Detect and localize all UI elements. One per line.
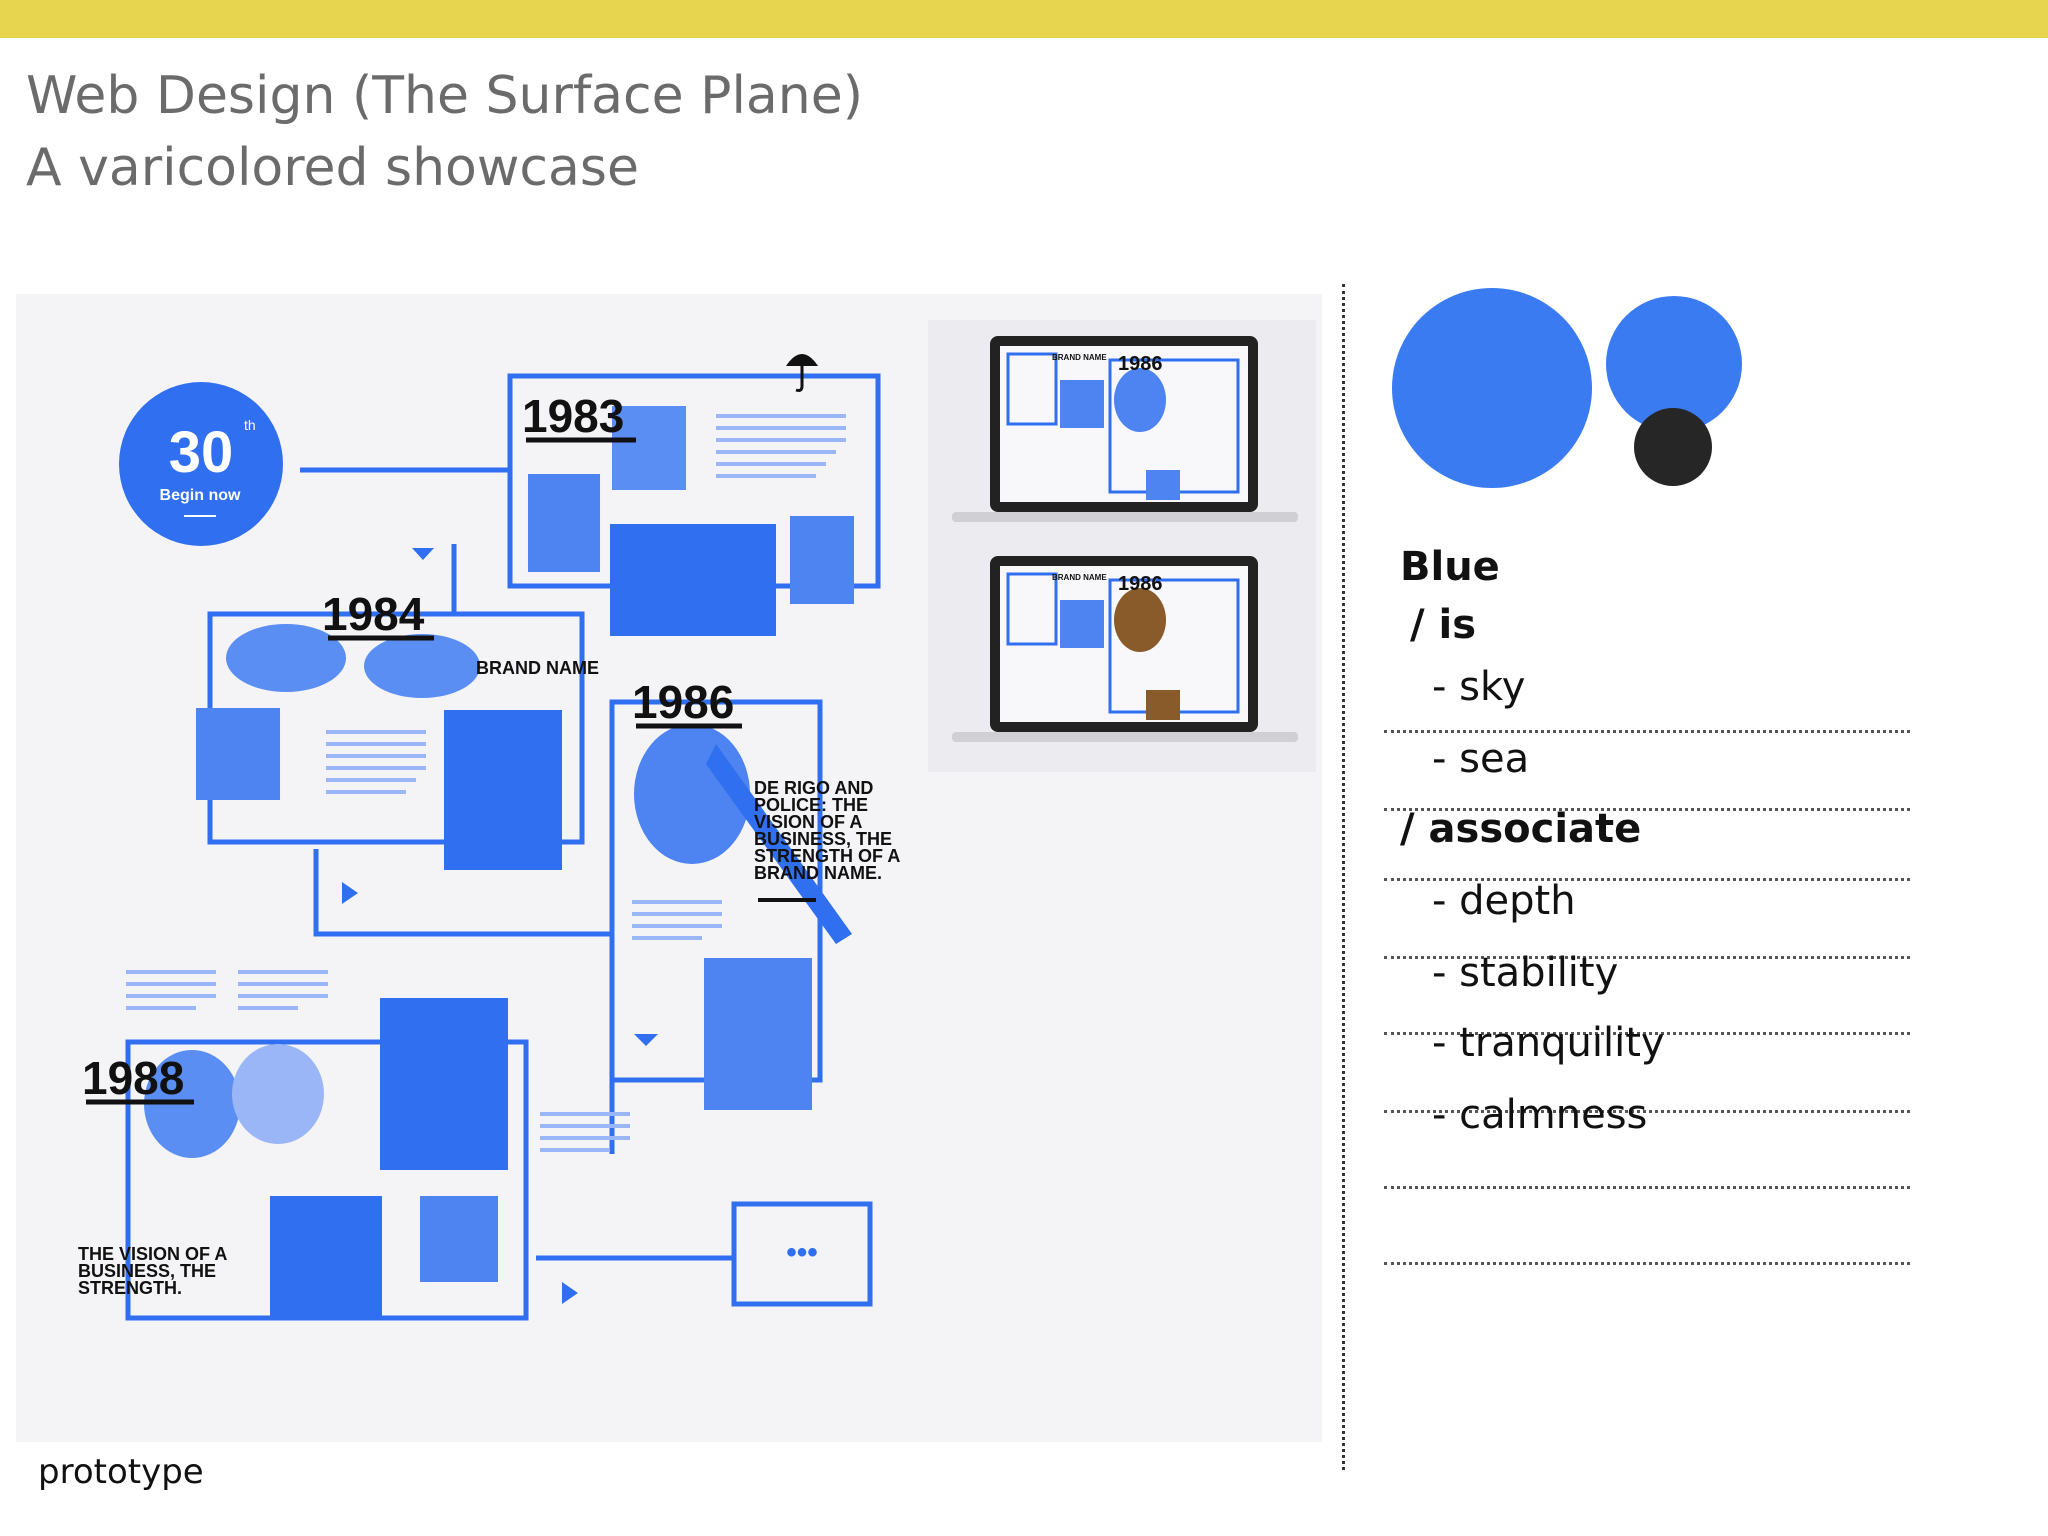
laptop-brand: BRAND NAME xyxy=(1052,353,1107,362)
laptop-2: 1986 BRAND NAME xyxy=(952,556,1298,742)
play-arrow-icon xyxy=(562,1282,578,1304)
notes-is-item: - sea xyxy=(1432,736,1530,782)
laptop-1: 1986 BRAND NAME xyxy=(952,336,1298,522)
vertical-dotted-divider xyxy=(1342,284,1345,1470)
play-arrow-icon xyxy=(342,882,358,904)
dotted-line xyxy=(1384,956,1910,959)
badge-number: 30 xyxy=(169,420,234,485)
dotted-line xyxy=(1384,1262,1910,1265)
notes-associate-item: - depth xyxy=(1432,878,1576,924)
dotted-line xyxy=(1384,1110,1910,1113)
more-box xyxy=(731,1201,873,1307)
year-1986: 1986 xyxy=(632,676,734,728)
web-mockup: 30 th Begin now 1983 xyxy=(16,294,1322,1442)
down-arrow-icon xyxy=(412,548,434,560)
slide-subtitle: A varicolored showcase xyxy=(26,138,639,198)
dotted-line xyxy=(1384,1186,1910,1189)
text-snippets xyxy=(126,970,630,1152)
box-1988 xyxy=(125,1039,529,1321)
down-arrow-icon xyxy=(634,1034,658,1046)
dotted-line xyxy=(1384,808,1910,811)
svg-text:1986: 1986 xyxy=(1118,573,1163,595)
notes-associate-label: / associate xyxy=(1400,806,1642,852)
notes-associate-item: - calmness xyxy=(1432,1092,1648,1138)
dotted-line xyxy=(1384,878,1910,881)
notes-heading: Blue xyxy=(1400,544,1500,590)
year-1988: 1988 xyxy=(82,1052,184,1104)
notes-associate-item: - stability xyxy=(1432,950,1619,996)
umbrella-icon xyxy=(786,354,818,392)
year-1984: 1984 xyxy=(322,588,425,640)
badge-sup: th xyxy=(244,417,256,433)
top-accent-bar xyxy=(0,0,2048,38)
badge-sub: Begin now xyxy=(160,487,241,504)
prototype-showcase: 30 th Begin now 1983 xyxy=(16,294,1322,1442)
year-1983: 1983 xyxy=(522,390,624,442)
svg-text:BRAND NAME: BRAND NAME xyxy=(1052,573,1107,582)
prototype-caption: prototype xyxy=(38,1452,204,1492)
tagline-1988: THE VISION OF A BUSINESS, THE STRENGTH. xyxy=(78,1246,227,1298)
mockup-svg: 30 th Begin now 1983 xyxy=(78,320,1316,1321)
badge-30th: 30 th Begin now xyxy=(119,382,283,546)
dotted-line xyxy=(1384,730,1910,733)
notes-associate-item: - tranquility xyxy=(1432,1020,1665,1066)
blue-circle-large xyxy=(1392,288,1592,488)
dotted-line xyxy=(1384,1032,1910,1035)
notes-is-item: - sky xyxy=(1432,664,1526,710)
laptop-year: 1986 xyxy=(1118,353,1163,375)
tagline-1986: DE RIGO AND POLICE: THE VISION OF A BUSI… xyxy=(754,780,900,883)
dark-circle xyxy=(1634,408,1712,486)
slide-title: Web Design (The Surface Plane) xyxy=(26,66,864,126)
brand-name: BRAND NAME xyxy=(476,658,599,678)
notes-is-label: / is xyxy=(1410,602,1477,648)
more-dots: ••• xyxy=(786,1236,818,1269)
